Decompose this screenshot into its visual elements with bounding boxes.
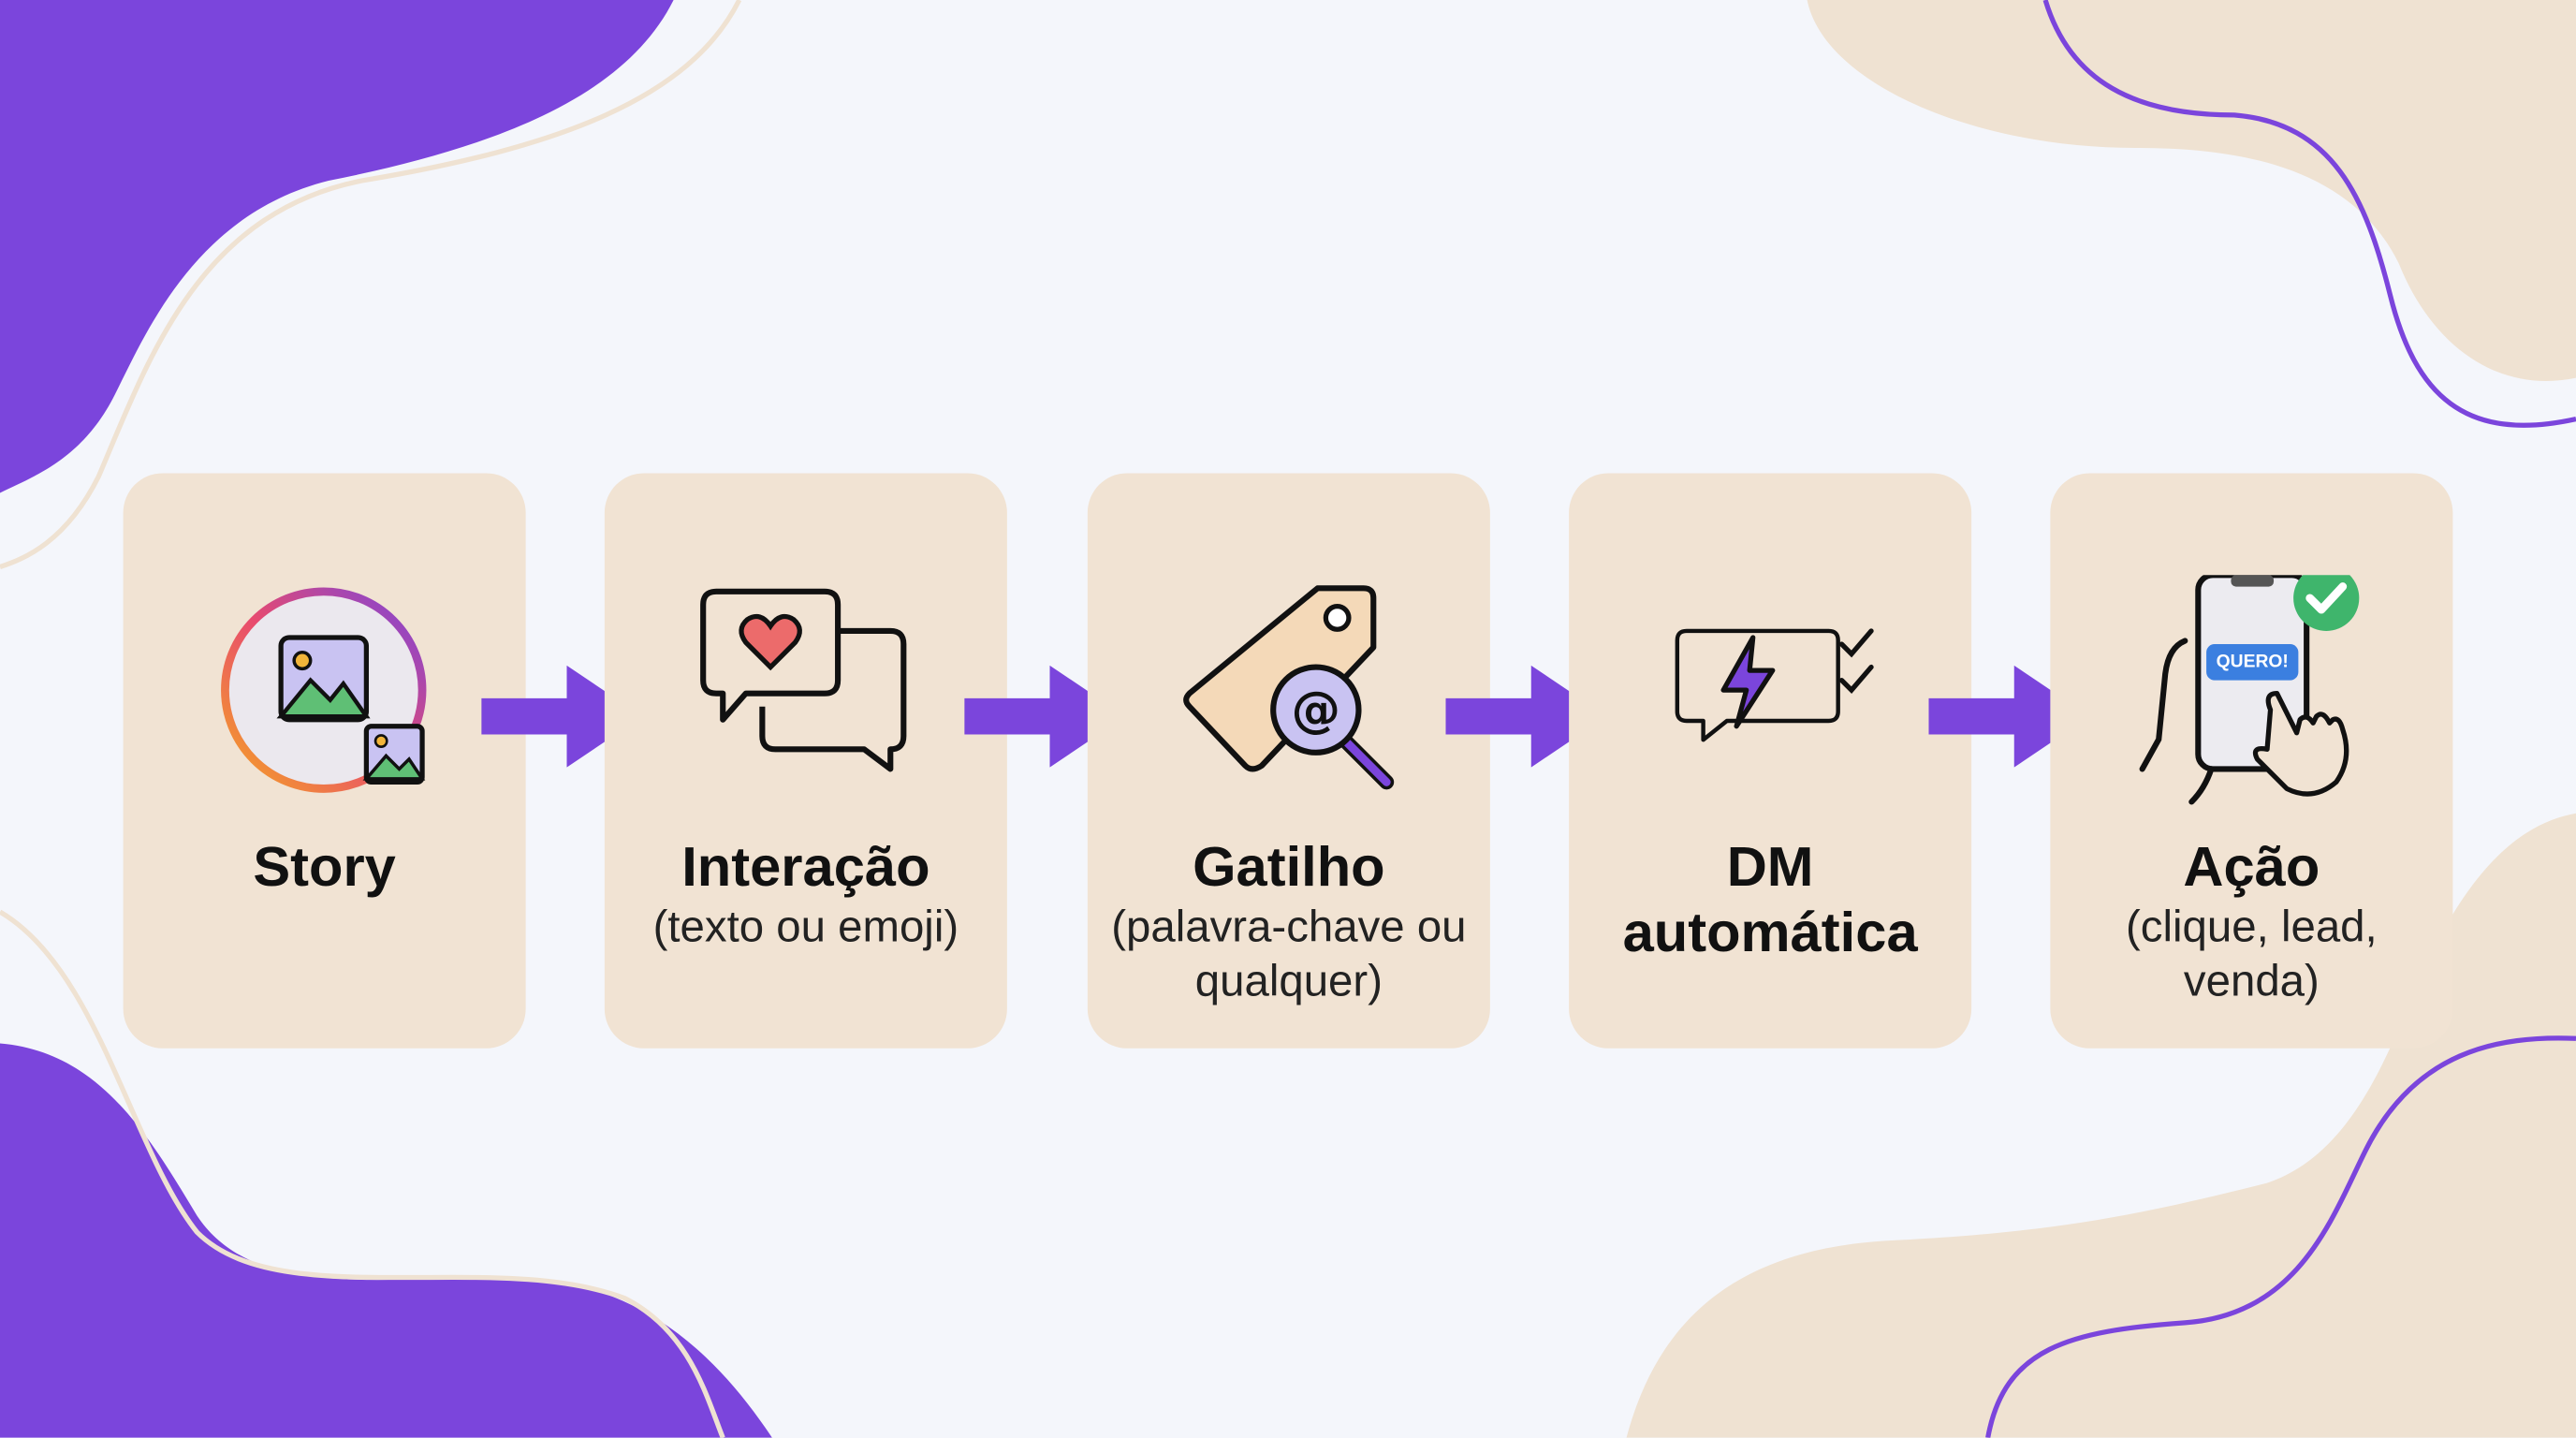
arrow-right-icon	[481, 665, 643, 768]
step-title: DM automática	[1622, 836, 1918, 965]
svg-text:@: @	[1292, 682, 1341, 739]
lightning-message-icon	[1675, 628, 1874, 742]
chat-heart-icon	[700, 588, 907, 772]
step-card-dm: DM automática	[1569, 473, 1972, 1049]
arrow-right-icon	[964, 665, 1126, 768]
quero-button: QUERO!	[2206, 643, 2299, 681]
story-image-icon	[221, 587, 427, 793]
step-card-gatilho: @ Gatilho (palavra-chave ou qualquer)	[1087, 473, 1490, 1049]
step-card-story: Story	[123, 473, 526, 1049]
phone-tap-icon: QUERO!	[2119, 575, 2382, 805]
step-title: Story	[253, 836, 396, 900]
step-subtitle: (clique, lead, venda)	[2126, 902, 2378, 1006]
step-subtitle: (texto ou emoji)	[652, 902, 959, 952]
step-title: Ação	[2183, 836, 2320, 900]
step-card-interacao: Interação (texto ou emoji)	[604, 473, 1007, 1049]
step-card-acao: QUERO! Ação (clique, lead, venda)	[2050, 473, 2453, 1049]
step-title: Interação	[681, 836, 930, 900]
arrow-right-icon	[1445, 665, 1607, 768]
tag-at-search-icon: @	[1183, 585, 1395, 790]
step-subtitle: (palavra-chave ou qualquer)	[1111, 902, 1467, 1006]
step-title: Gatilho	[1193, 836, 1385, 900]
arrow-right-icon	[1928, 665, 2090, 768]
